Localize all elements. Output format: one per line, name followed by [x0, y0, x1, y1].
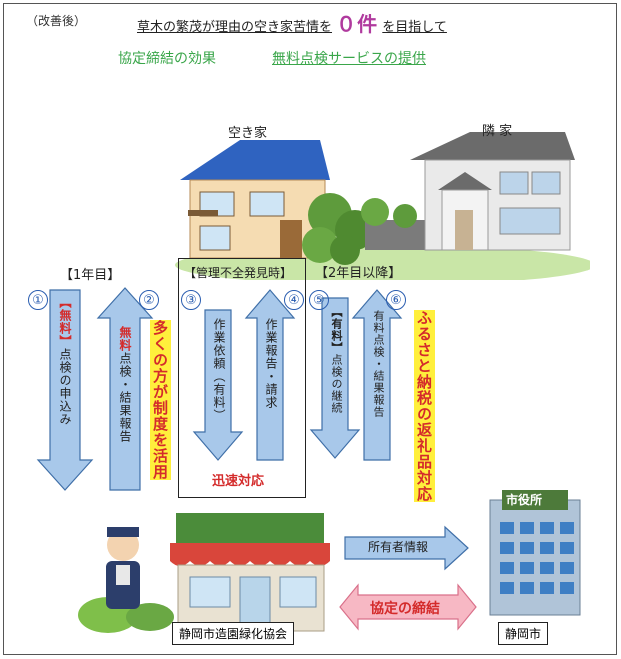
step6-text: 有料点検・結果報告: [372, 310, 385, 418]
headline-post: を目指して: [382, 20, 447, 35]
step2-free-tag: 無料: [118, 326, 132, 352]
subtitle-free-inspection: 無料点検サービスの提供: [272, 51, 426, 67]
year1-label: 【1年目】: [60, 268, 121, 283]
mgmt-label: 【管理不全発見時】: [184, 266, 293, 280]
city-hall-windows: [500, 522, 574, 594]
association-store: [170, 513, 330, 632]
arrow-agreement: [339, 583, 477, 631]
step5-label: 点検の継続: [330, 354, 343, 414]
city-hall-illustration: [489, 490, 581, 616]
step6-number: ⑥: [386, 290, 406, 310]
arrow-step3: [192, 309, 244, 461]
city-name-box: 静岡市: [498, 622, 549, 645]
city-hall-sign-bg: [502, 490, 568, 510]
mgmt-box: [178, 258, 306, 498]
step4-text: 作業報告・請求: [264, 318, 278, 409]
arrow-step4: [244, 289, 296, 461]
headline-zero: ０件: [336, 12, 379, 36]
shrub-right: [126, 603, 174, 631]
callout-hometown-tax: ふるさと納税の返礼品対応: [414, 310, 435, 502]
diagram-frame: [3, 3, 617, 655]
step2-number: ②: [139, 290, 159, 310]
step3-number: ③: [181, 290, 201, 310]
neighbor-house-label: 隣 家: [482, 124, 513, 139]
city-hall-building: [489, 499, 581, 616]
owner-info-label: 所有者情報: [368, 540, 429, 554]
arrow-step2: [96, 287, 154, 491]
arrow-step1: [36, 289, 94, 491]
vacant-house: [180, 140, 330, 259]
step1-number: ①: [28, 290, 48, 310]
subtitle-agreement-effect: 協定締結の効果: [118, 51, 216, 67]
rapid-response-label: 迅速対応: [212, 474, 265, 489]
association-name-box: 静岡市造園緑化協会: [172, 622, 295, 645]
note-label: （改善後）: [26, 14, 87, 28]
city-hall-sign: 市役所: [506, 493, 543, 507]
worker-figure: [106, 527, 140, 609]
step5-text: 【有料】点検の継続: [328, 306, 344, 414]
arrow-owner-info: [344, 525, 469, 571]
headline: 草木の繁茂が理由の空き家苦情を ０件 を目指して: [137, 8, 447, 37]
step1-free-tag: 【無料】: [58, 296, 72, 348]
fence-plants: [361, 198, 417, 228]
step2-label: 点検・結果報告: [118, 352, 132, 443]
headline-pre: 草木の繁茂が理由の空き家苦情を: [137, 20, 333, 35]
arrow-step5: [309, 297, 361, 459]
association-illustration: [78, 513, 330, 633]
agreement-label: 協定の締結: [370, 601, 440, 617]
neighbor-house: [410, 132, 575, 251]
step3-text: 作業依頼（有料）: [212, 318, 226, 422]
year2-label: 【2年目以降】: [315, 266, 402, 281]
step5-number: ⑤: [309, 290, 329, 310]
callout-many-users: 多くの方が制度を活用: [150, 320, 171, 480]
step1-label: 点検の申込み: [58, 348, 72, 426]
step2-text: 無料点検・結果報告: [117, 326, 134, 443]
vacant-house-label: 空き家: [228, 126, 268, 141]
step4-number: ④: [284, 290, 304, 310]
step5-paid-tag: 【有料】: [330, 306, 343, 354]
step1-text: 【無料】点検の申込み: [57, 296, 74, 426]
houses-illustration: [175, 132, 590, 280]
